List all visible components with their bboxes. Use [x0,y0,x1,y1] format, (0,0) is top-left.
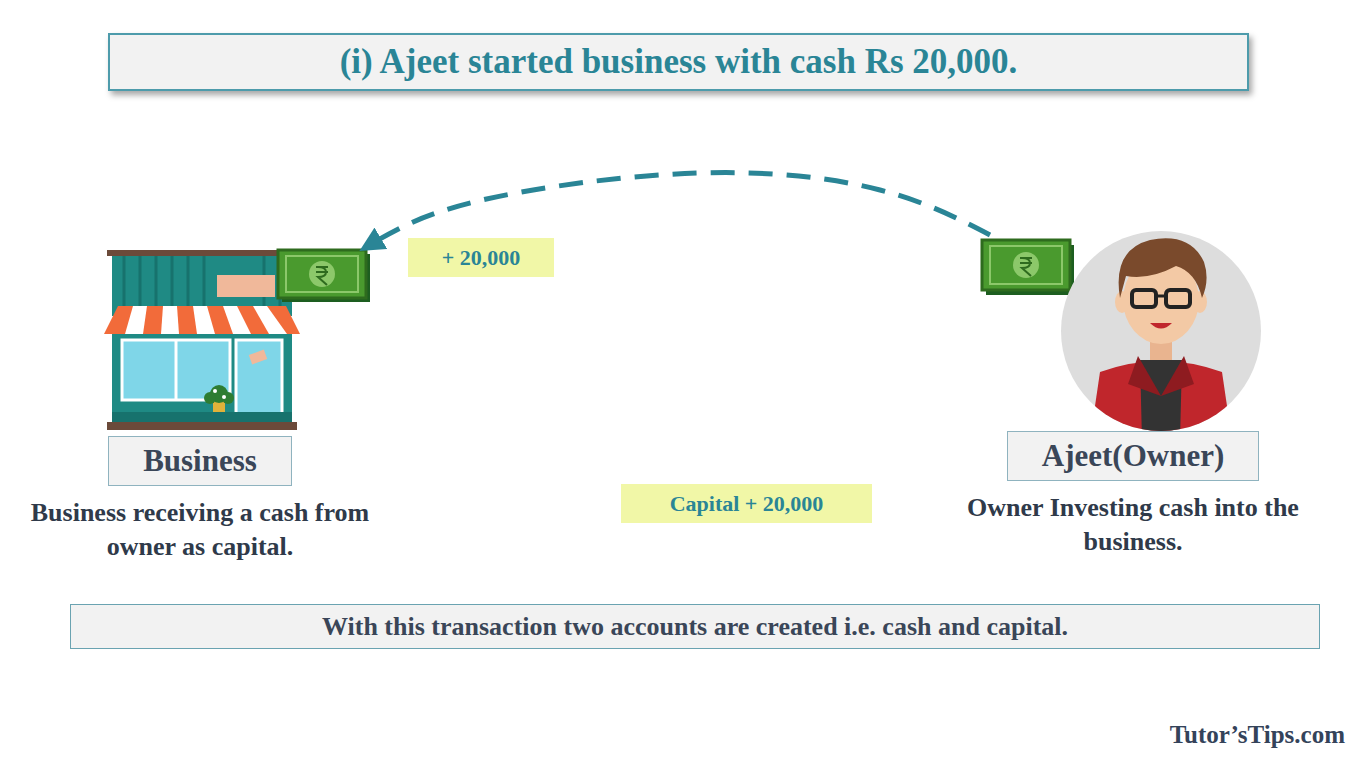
node-description: Business receiving a cash from owner as … [25,496,375,564]
node-text: Capital + 20,000 [670,491,824,517]
node-heading: Ajeet(Owner) [1007,431,1259,481]
money-icon [982,240,1074,295]
watermark: Tutor’sTips.com [1170,721,1345,749]
shop-illustration [104,250,300,430]
business-node: BusinessBusiness receiving a cash from o… [10,240,390,564]
owner-node: Ajeet(Owner) Owner Investing cash into th… [945,232,1321,559]
node-text: + 20,000 [442,245,521,271]
owner-avatar [1061,231,1261,440]
capital-highlight: Capital + 20,000 [621,484,872,523]
amount-highlight: + 20,000 [408,238,554,277]
node-text: With this transaction two accounts are c… [322,612,1068,642]
money-icon [278,250,370,302]
node-description: Owner Investing cash into the business. [958,491,1308,559]
title-text: (i) Ajeet started business with cash Rs … [340,42,1018,82]
dashed-arrow [368,173,990,246]
node-heading: Business [108,436,292,486]
title-box: (i) Ajeet started business with cash Rs … [108,33,1249,91]
note-box: With this transaction two accounts are c… [70,604,1320,649]
